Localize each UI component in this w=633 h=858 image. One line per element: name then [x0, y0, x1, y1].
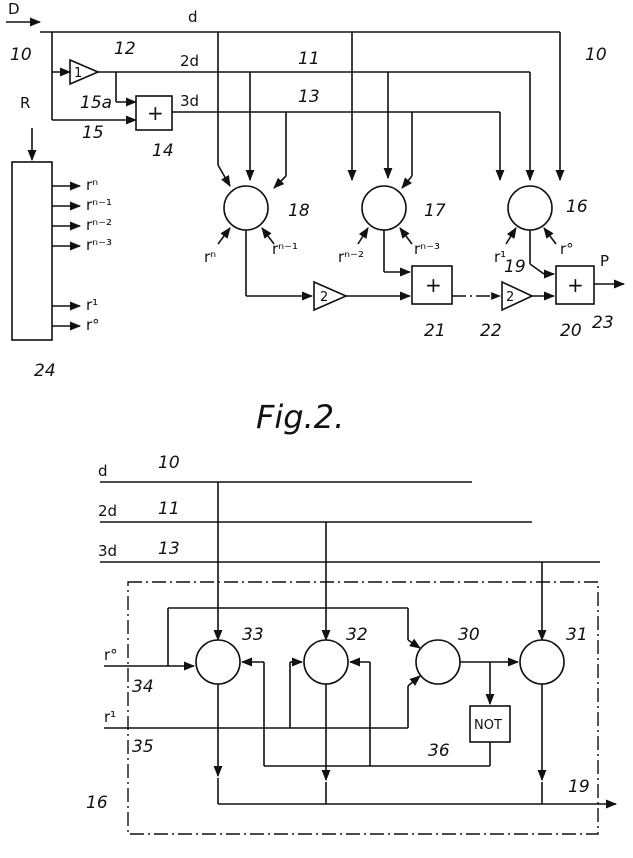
unit-17-circle	[361, 185, 407, 231]
not-gate-label: NOT	[474, 718, 502, 733]
line-19	[529, 263, 545, 275]
r0-to-30	[407, 638, 421, 649]
amp-1-triangle	[69, 58, 101, 86]
ref-15a: 15a	[80, 93, 112, 113]
reg-label-rn-1: rⁿ⁻¹	[86, 196, 112, 214]
fig2-ref-19: 19	[568, 777, 590, 797]
ref-13: 13	[298, 87, 320, 107]
fig2-ref-16: 16	[86, 793, 108, 813]
figure-1: D 10 d 10 1 12 2d 11 + 15a 15 14 3d	[6, 0, 626, 381]
ref-12: 12	[114, 39, 136, 59]
unit-17-in-rn-3	[399, 227, 413, 245]
reg-label-rn-2: rⁿ⁻²	[86, 216, 112, 234]
adder-21-label: +	[425, 273, 442, 297]
unit-18-circle	[223, 185, 269, 231]
amp-22-triangle	[501, 280, 534, 312]
ref-24: 24	[34, 361, 56, 381]
ref-18: 18	[288, 201, 310, 221]
fig2-ref-31: 31	[566, 625, 588, 645]
ref-10-left: 10	[10, 45, 32, 65]
figure-2: d 10 2d 11 3d 13 16 33 32 30 31 r° 34	[86, 453, 618, 835]
unit-33-circle	[195, 639, 241, 685]
ref-17: 17	[424, 201, 446, 221]
bus-d-in-18	[217, 164, 231, 187]
adder-20-label: +	[567, 273, 584, 297]
fig2-bus-d-label: d	[98, 462, 108, 480]
bus-3d-label: 3d	[180, 92, 199, 110]
unit-16-label-r1: r¹	[494, 248, 506, 266]
amp-1-label: 1	[74, 66, 82, 81]
fig2-ref-35: 35	[132, 737, 154, 757]
unit-16-in-r1	[505, 227, 517, 245]
unit-17-label-rn-3: rⁿ⁻³	[414, 240, 440, 258]
fig2-ref-10: 10	[158, 453, 180, 473]
reg-label-r1: r¹	[86, 296, 98, 314]
unit-18-in-rn	[217, 227, 231, 245]
reg-label-rn-3: rⁿ⁻³	[86, 236, 112, 254]
r1-to-30	[407, 675, 421, 687]
bus-3d-in-18	[273, 175, 287, 189]
ref-11: 11	[298, 49, 320, 69]
adder-20-box	[555, 265, 595, 305]
amp-2-triangle	[313, 280, 348, 312]
fig2-bus-3d-label: 3d	[98, 542, 117, 560]
unit-16-label-r0: r°	[560, 240, 574, 258]
ref-19: 19	[504, 257, 526, 277]
register-24	[11, 161, 53, 341]
adder-21-box	[411, 265, 453, 305]
ref-22: 22	[480, 321, 502, 341]
reg-label-r0: r°	[86, 316, 100, 334]
ref-23: 23	[592, 313, 614, 333]
unit-16-boundary	[127, 581, 599, 835]
unit-31-circle	[519, 639, 565, 685]
unit-17-label-rn-2: rⁿ⁻²	[338, 248, 364, 266]
unit-17-in-rn-2	[357, 227, 369, 245]
unit-18-label-rn: rⁿ	[204, 248, 216, 266]
unit-30-circle	[415, 639, 461, 685]
fig2-input-r0-label: r°	[104, 646, 118, 664]
input-d-label: D	[8, 0, 20, 18]
reg-label-rn: rⁿ	[86, 176, 98, 194]
ref-20: 20	[560, 321, 582, 341]
bus-3d-in-17	[401, 175, 413, 189]
unit-18-in-rn-1	[261, 227, 275, 245]
fig2-ref-13: 13	[158, 539, 180, 559]
ref-21: 21	[424, 321, 446, 341]
fig2-ref-11: 11	[158, 499, 180, 519]
fig2-bus-2d-label: 2d	[98, 502, 117, 520]
output-p-label: P	[600, 252, 609, 270]
ref-16: 16	[566, 197, 588, 217]
amp-22-label: 2	[506, 290, 514, 305]
bus-d-label: d	[188, 8, 198, 26]
fig2-ref-36: 36	[428, 741, 450, 761]
adder-14-box	[135, 95, 173, 131]
bus-2d-label: 2d	[180, 52, 199, 70]
unit-18-label-rn-1: rⁿ⁻¹	[272, 240, 298, 258]
ref-15: 15	[82, 123, 104, 143]
unit-16-in-r0	[543, 227, 557, 245]
unit-32-circle	[303, 639, 349, 685]
fig2-ref-32: 32	[346, 625, 368, 645]
fig2-input-r1-label: r¹	[104, 708, 116, 726]
amp-2-label: 2	[320, 290, 328, 305]
unit-16-circle	[507, 185, 553, 231]
fig2-ref-33: 33	[242, 625, 264, 645]
ref-14: 14	[152, 141, 174, 161]
ref-10-right: 10	[585, 45, 607, 65]
adder-14-label: +	[147, 101, 164, 125]
input-r-label: R	[20, 94, 30, 112]
figure-caption: Fig.2.	[256, 398, 344, 436]
fig2-ref-30: 30	[458, 625, 480, 645]
fig2-ref-34: 34	[132, 677, 154, 697]
